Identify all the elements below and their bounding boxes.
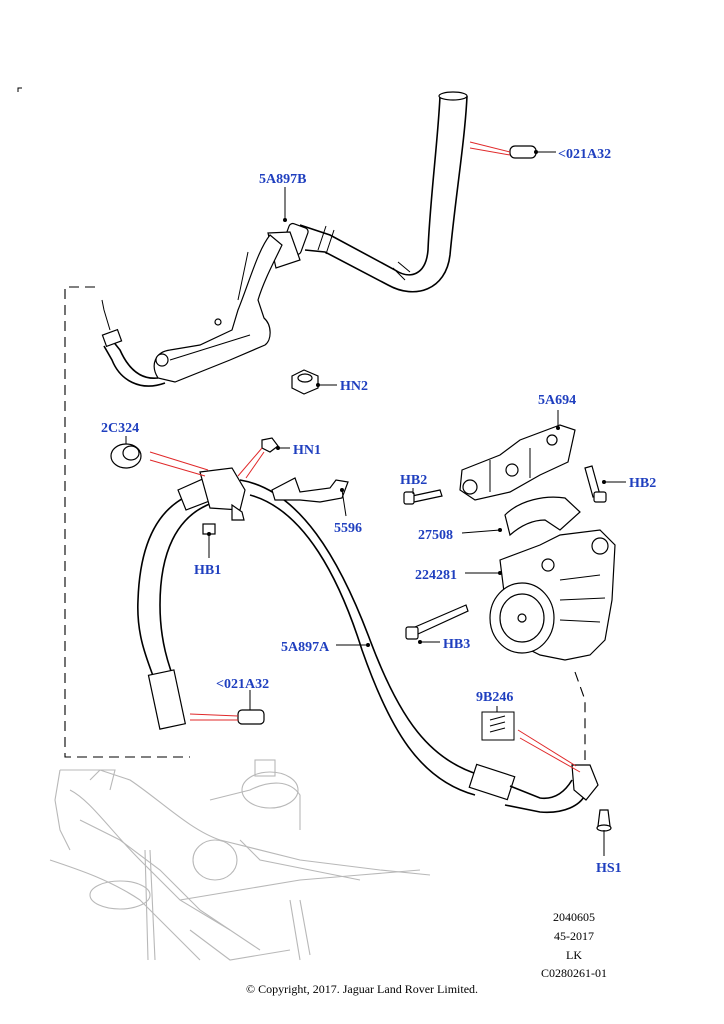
vehicle-context-ghost (49, 759, 431, 961)
dot-hn1 (276, 446, 280, 450)
leader-021a32-bottom (189, 713, 239, 721)
bolt-hb3 (405, 604, 469, 640)
leader-9b246-red (517, 729, 581, 773)
ref-number: 2040605 (553, 910, 595, 924)
label-5596: 5596 (334, 521, 362, 536)
label-5a897a: 5A897A (281, 640, 330, 655)
label-hn2: HN2 (340, 379, 368, 394)
label-021a32-top: <021A32 (558, 147, 611, 162)
clip-5596 (271, 477, 349, 503)
dot-5a897b (283, 218, 287, 222)
dot-hb3 (418, 640, 422, 644)
dot-5a694 (556, 426, 560, 430)
copyright-notice: © Copyright, 2017. Jaguar Land Rover Lim… (245, 982, 479, 996)
dot-224281 (498, 571, 502, 575)
bolt-hb2-right (584, 465, 607, 503)
ref-code: C0280261-01 (541, 966, 607, 980)
screw-hs1 (596, 809, 612, 832)
corner-mark (17, 87, 22, 92)
box-9b246 (481, 711, 515, 741)
label-hs1: HS1 (596, 861, 622, 876)
label-hb1: HB1 (194, 563, 221, 578)
dot-27508 (498, 528, 502, 532)
cap-021a32-top (509, 145, 537, 159)
label-2c324: 2C324 (101, 421, 139, 436)
label-hn1: HN1 (293, 443, 321, 458)
label-5a694: 5A694 (538, 393, 576, 408)
label-5a897b: 5A897B (259, 172, 306, 187)
label-224281: 224281 (415, 568, 457, 583)
leader-27508 (461, 529, 501, 534)
label-hb3: HB3 (443, 637, 470, 652)
dot-021a32-top (534, 150, 538, 154)
bolt-hn1 (261, 437, 279, 453)
label-hb2-right: HB2 (629, 476, 656, 491)
label-9b246: 9B246 (476, 690, 513, 705)
bolt-hb2-left (403, 489, 443, 505)
clips-9b246 (489, 715, 506, 733)
label-021a32-bottom: <021A32 (216, 677, 269, 692)
leader-hn1-red (237, 447, 265, 479)
dot-5a897a (366, 643, 370, 647)
dot-hb1 (207, 532, 211, 536)
pump-224281 (489, 529, 616, 661)
ref-date: 45-2017 (554, 929, 594, 943)
leader-5596 (341, 489, 347, 517)
label-27508: 27508 (418, 528, 453, 543)
leader-2c324 (149, 451, 209, 477)
return-hose-upper (101, 91, 468, 387)
dot-hn2 (316, 383, 320, 387)
ref-market: LK (566, 948, 582, 962)
heat-shield-27508 (504, 496, 581, 537)
bracket-5a694 (459, 424, 576, 501)
dot-5596 (340, 488, 344, 492)
seal-2c324 (110, 443, 142, 469)
dot-hb2-right (602, 480, 606, 484)
detail-bracket-dashed (64, 286, 190, 758)
leader-021a32-top (469, 141, 511, 156)
detail-bracket-dashed-right (574, 671, 586, 760)
nut-hn2 (291, 369, 319, 395)
cap-021a32-bottom (237, 709, 265, 725)
pressure-hose-lower (137, 467, 599, 814)
label-hb2-left: HB2 (400, 473, 427, 488)
